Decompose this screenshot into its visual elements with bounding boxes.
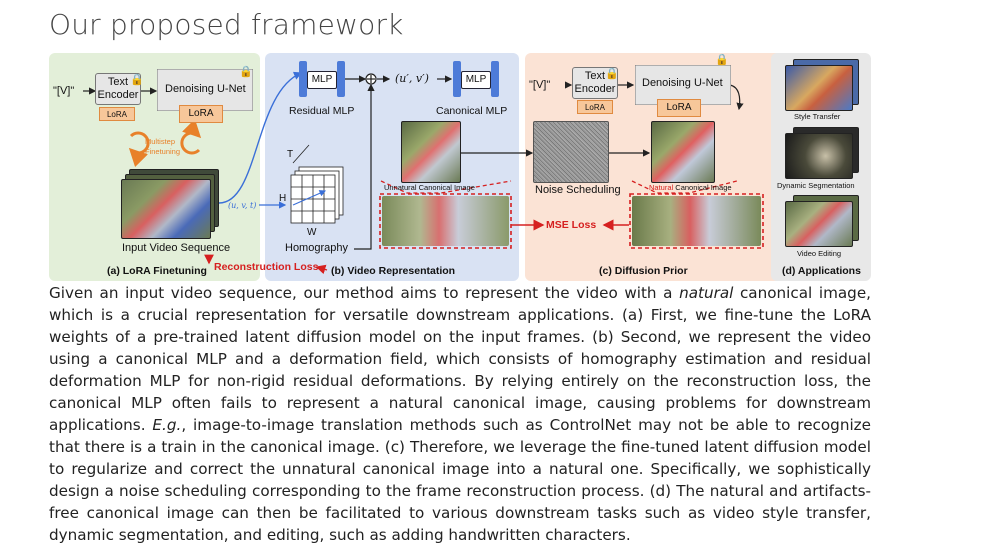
unet-shape-c	[635, 65, 731, 105]
unet-shape-a	[157, 69, 253, 111]
dynamic-seg-label: Dynamic Segmentation	[777, 181, 855, 190]
panel-a-caption: (a) LoRA Finetuning	[107, 265, 207, 277]
panel-d-caption: (d) Applications	[782, 265, 861, 277]
axis-w-label: W	[307, 227, 317, 238]
lock-icon: 🔒	[605, 68, 619, 80]
text-encoder-a: Text Encoder	[95, 73, 141, 105]
token-label-a: "[V]"	[53, 85, 75, 97]
natural-label: Natural Canonical Image	[649, 183, 732, 192]
canonical-mlp-box: MLP	[461, 71, 491, 89]
lock-icon: 🔒	[715, 54, 729, 66]
caption-paragraph: Given an input video sequence, our metho…	[49, 282, 871, 546]
input-frame-1	[121, 179, 211, 239]
lora-small-c: LoRA	[577, 100, 613, 114]
denoising-unet-c: Denoising U-Net	[642, 77, 723, 89]
axis-h-label: H	[279, 193, 287, 204]
noise-image	[533, 121, 609, 183]
canonical-mlp-layer1	[453, 61, 461, 97]
canonical-mlp-label: Canonical MLP	[436, 105, 508, 117]
homography-grid	[290, 144, 344, 224]
caption-part-3: , image-to-image translation methods suc…	[49, 416, 871, 544]
video-editing-image	[785, 201, 853, 247]
token-label-c: "[V]"	[529, 79, 551, 91]
canonical-mlp-layer2	[491, 61, 499, 97]
caption-em-eg: E.g.	[152, 416, 182, 434]
lora-large-a: LoRA	[179, 105, 223, 123]
mse-loss-label: MSE Loss	[546, 219, 597, 231]
lock-icon: 🔒	[130, 74, 144, 86]
text-encoder-c-label: Text Encoder	[574, 70, 616, 95]
dynamic-seg-image	[785, 133, 853, 179]
reconstruction-loss-label: Reconstruction Loss	[214, 261, 319, 273]
natural-word: Natural	[649, 183, 674, 192]
arrows-layer	[83, 71, 764, 275]
finetuning-label: Finetuning	[145, 147, 181, 156]
homography-label: Homography	[285, 242, 348, 254]
lora-small-a: LoRA	[99, 107, 135, 121]
multistep-label: Multistep	[145, 137, 176, 146]
unnatural-canonical-small	[401, 121, 461, 183]
caption-part-2: canonical image, which is a crucial repr…	[49, 284, 871, 434]
natural-rest: Canonical Image	[673, 183, 732, 192]
text-encoder-c: Text Encoder	[572, 67, 618, 99]
uv-prime-label: (u′, v′)	[395, 72, 429, 85]
text-encoder-a-label: Text Encoder	[97, 76, 139, 101]
lock-icon: 🔒	[239, 66, 253, 78]
page-title: Our proposed framework	[49, 8, 404, 41]
style-transfer-image	[785, 65, 853, 111]
axis-t-label: T	[287, 149, 294, 160]
style-transfer-label: Style Transfer	[794, 112, 841, 121]
noise-scheduling-label: Noise Scheduling	[535, 184, 621, 196]
unnatural-label: Unnatural Canonical Image	[384, 183, 475, 192]
residual-mlp-label: Residual MLP	[289, 105, 355, 117]
uvt-label: (u, v, t)	[228, 201, 257, 210]
residual-mlp-box: MLP	[307, 71, 337, 89]
natural-canonical-large	[632, 196, 761, 246]
framework-figure: "[V]" Text Encoder 🔒 LoRA 🔒 Denoising U-…	[49, 53, 871, 281]
lora-large-c: LoRA	[657, 99, 701, 117]
input-video-label: Input Video Sequence	[122, 242, 231, 254]
panel-c-caption: (c) Diffusion Prior	[599, 265, 688, 277]
panel-b-caption: (b) Video Representation	[331, 265, 456, 277]
denoising-unet-a: Denoising U-Net	[165, 83, 246, 95]
caption-part-1: Given an input video sequence, our metho…	[49, 284, 680, 302]
residual-mlp-layer1	[299, 61, 307, 97]
caption-em-natural: natural	[679, 284, 734, 302]
unnatural-canonical-large	[382, 196, 509, 246]
video-editing-label: Video Editing	[797, 249, 842, 258]
figure-caption: Given an input video sequence, our metho…	[49, 282, 871, 546]
residual-mlp-layer2	[337, 61, 345, 97]
natural-canonical-small	[651, 121, 715, 183]
